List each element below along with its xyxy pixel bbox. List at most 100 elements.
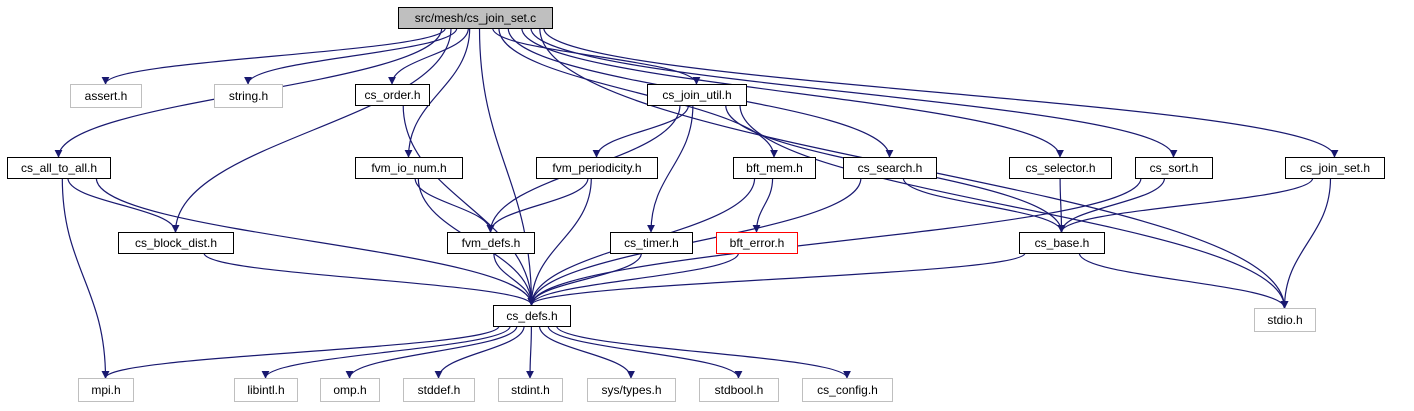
edge-cs_all_to_all-to-cs_block_dist [67, 177, 180, 233]
node-fvm-io-num[interactable]: fvm_io_num.h [355, 157, 463, 179]
edge-cs_join_set-to-stdio [1280, 177, 1332, 309]
node-box [843, 157, 937, 179]
edge-fvm_periodicity-to-cs_defs [527, 177, 592, 306]
node-cs-defs[interactable]: cs_defs.h [493, 305, 571, 327]
node-label: cs_join_set.h [1300, 161, 1370, 175]
node-box [320, 378, 380, 402]
node-label: stdio.h [1267, 313, 1302, 327]
node-box [78, 378, 134, 402]
node-label: bft_mem.h [746, 161, 803, 175]
edge-cs_defs-to-mpi [101, 325, 500, 379]
node-label: cs_block_dist.h [135, 236, 217, 250]
edge-cs_join_set-to-cs_base [1057, 177, 1314, 233]
node-box [802, 378, 893, 402]
node-label: cs_sort.h [1150, 161, 1199, 175]
node-sys-types: sys/types.h [587, 378, 676, 402]
edge-root-to-cs_defs [478, 27, 536, 306]
node-label: string.h [229, 89, 268, 103]
edge-cs_defs-to-stddef [434, 325, 525, 379]
edges-layer [54, 27, 1339, 379]
node-label: cs_selector.h [1025, 161, 1095, 175]
node-box [610, 232, 693, 254]
node-bft-error[interactable]: bft_error.h [716, 232, 798, 254]
node-box [214, 84, 283, 108]
node-mpi: mpi.h [78, 378, 134, 402]
edge-cs_defs-to-sys_types [538, 325, 635, 379]
node-box [7, 157, 111, 179]
nodes-layer: src/mesh/cs_join_set.c assert.h string.h cs… [7, 7, 1385, 402]
edge-bft_mem-to-bft_error [752, 177, 774, 233]
node-cs-block-dist[interactable]: cs_block_dist.h [118, 232, 234, 254]
node-assert: assert.h [70, 84, 142, 108]
node-box [355, 157, 463, 179]
node-cs-base[interactable]: cs_base.h [1019, 232, 1105, 254]
node-bft-mem[interactable]: bft_mem.h [733, 157, 816, 179]
node-cs-search[interactable]: cs_search.h [843, 157, 937, 179]
node-label: cs_join_util.h [662, 88, 731, 102]
node-box [234, 378, 298, 402]
node-box [493, 305, 571, 327]
node-cs-sort[interactable]: cs_sort.h [1135, 157, 1213, 179]
node-box [398, 7, 553, 29]
edge-cs_timer-to-cs_defs [527, 252, 642, 306]
node-fvm-defs[interactable]: fvm_defs.h [447, 232, 535, 254]
node-label: stdbool.h [715, 383, 764, 397]
edge-cs_order-to-cs_defs [402, 104, 536, 306]
node-box [699, 378, 779, 402]
node-stdio: stdio.h [1254, 308, 1316, 332]
node-box [355, 84, 430, 106]
edge-cs_defs-to-stdbool [547, 325, 743, 379]
node-label: fvm_periodicity.h [552, 161, 641, 175]
node-box [716, 232, 798, 254]
edge-cs_sort-to-cs_defs [527, 177, 1142, 306]
node-label: cs_all_to_all.h [21, 161, 97, 175]
node-root[interactable]: src/mesh/cs_join_set.c [398, 7, 553, 29]
edge-cs_defs-to-omp [345, 325, 518, 379]
node-box [403, 378, 475, 402]
node-cs-all-to-all[interactable]: cs_all_to_all.h [7, 157, 111, 179]
node-box [647, 84, 747, 106]
node-cs-order[interactable]: cs_order.h [355, 84, 430, 106]
edge-root-to-cs_sort [530, 27, 1178, 158]
node-box [1254, 308, 1316, 332]
edge-fvm_io_num-to-fvm_defs [414, 177, 495, 233]
node-box [733, 157, 816, 179]
edge-cs_defs-to-cs_config [556, 325, 851, 379]
node-box [498, 378, 563, 402]
edge-root-to-cs_order [388, 27, 469, 85]
node-label: cs_timer.h [624, 236, 679, 250]
edge-cs_join_util-to-fvm_periodicity [592, 104, 690, 158]
node-label: bft_error.h [730, 236, 785, 250]
edge-fvm_defs-to-cs_defs [493, 252, 536, 306]
node-label: cs_order.h [364, 88, 420, 102]
node-box [118, 232, 234, 254]
node-label: assert.h [85, 89, 128, 103]
node-box [1009, 157, 1112, 179]
node-stdbool: stdbool.h [699, 378, 779, 402]
edge-cs_base-to-stdio [1078, 252, 1289, 309]
node-cs-selector[interactable]: cs_selector.h [1009, 157, 1112, 179]
node-cs-join-set[interactable]: cs_join_set.h [1285, 157, 1385, 179]
edge-root-to-string [244, 27, 458, 85]
node-label: fvm_io_num.h [371, 161, 446, 175]
edge-cs_search-to-cs_base [902, 177, 1066, 233]
node-label: cs_base.h [1035, 236, 1090, 250]
edge-cs_join_util-to-stdio [739, 104, 1289, 309]
edge-cs_sort-to-cs_base [1057, 177, 1166, 233]
edge-cs_defs-to-libintl [261, 325, 511, 379]
node-cs-timer[interactable]: cs_timer.h [610, 232, 693, 254]
node-stdint: stdint.h [498, 378, 563, 402]
node-cs-join-util[interactable]: cs_join_util.h [647, 84, 747, 106]
node-cs-config: cs_config.h [802, 378, 893, 402]
node-box [1135, 157, 1213, 179]
node-label: cs_search.h [858, 161, 923, 175]
edge-root-to-bft_mem [498, 27, 778, 158]
node-fvm-periodicity[interactable]: fvm_periodicity.h [536, 157, 658, 179]
node-box [1019, 232, 1105, 254]
edge-cs_base-to-cs_defs [527, 252, 1026, 306]
node-omp: omp.h [320, 378, 380, 402]
edge-cs_selector-to-cs_base [1057, 177, 1066, 233]
edge-cs_defs-to-stdint [526, 325, 535, 379]
node-label: stddef.h [418, 383, 461, 397]
node-label: fvm_defs.h [462, 236, 521, 250]
